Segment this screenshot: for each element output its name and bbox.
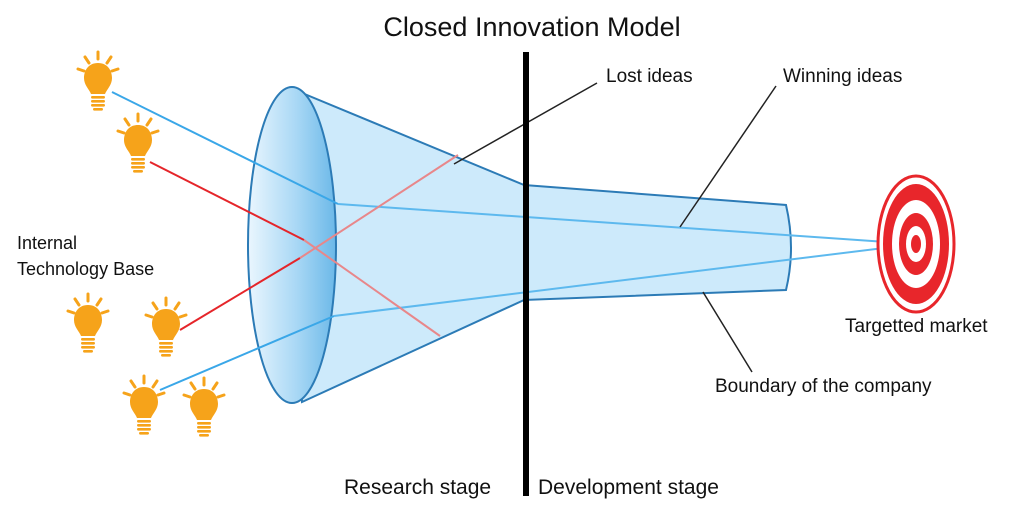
lost-ideas-label: Lost ideas [606, 66, 693, 87]
light-bulb-icon [182, 376, 226, 437]
lost-path-inside-1 [303, 239, 441, 337]
internal-label-line-2: Technology Base [17, 259, 155, 279]
winning-path-outside-bottom [159, 315, 335, 391]
development-tube [523, 183, 792, 302]
development-stage-label: Development stage [538, 476, 719, 499]
diagram-title: Closed Innovation Model [383, 12, 681, 42]
internal-technology-base-label: Internal Technology Base [17, 230, 154, 282]
winning-path-inside-bottom [333, 243, 917, 317]
light-bulb-icon [116, 112, 160, 173]
research-stage-label: Research stage [344, 476, 492, 499]
winning-path-inside-top [337, 203, 917, 245]
light-bulb-icon [144, 296, 188, 357]
targetted-market-label: Targetted market [845, 316, 988, 337]
target-icon [876, 174, 956, 314]
light-bulb-icon [76, 50, 120, 111]
winning-idea-paths [111, 91, 917, 391]
lost-path-inside-2 [299, 154, 459, 259]
light-bulb-icon [122, 374, 166, 435]
winning-path-outside-top [111, 91, 339, 205]
lost-idea-paths [149, 154, 459, 337]
internal-label-line-1: Internal [17, 233, 78, 253]
winning-ideas-pointer [679, 85, 777, 228]
boundary-pointer [702, 291, 753, 373]
winning-ideas-label: Winning ideas [783, 66, 903, 87]
lost-path-outside-1 [149, 161, 305, 241]
lost-path-outside-2 [179, 257, 301, 331]
funnel-mouth [247, 86, 337, 404]
light-bulb-icon [66, 292, 110, 353]
boundary-label: Boundary of the company [715, 376, 932, 397]
